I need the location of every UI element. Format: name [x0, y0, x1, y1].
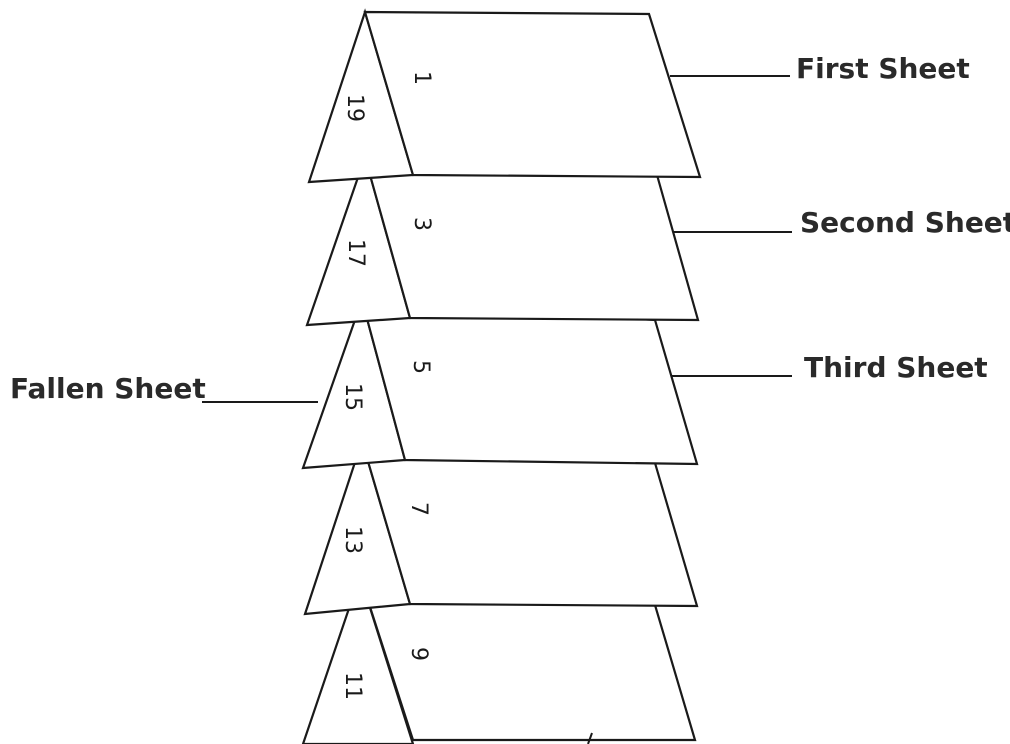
- sheet-4-front-leaf: [360, 439, 699, 608]
- sheet-3-front-leaf: [360, 298, 699, 466]
- sheet-5-front-page-number: 9: [406, 647, 431, 661]
- sheet-2-back-page-number: 17: [343, 239, 368, 267]
- sheet-4: 13 7: [303, 437, 699, 616]
- sheet-5: 11 9: [301, 572, 697, 744]
- second-sheet-label: Second Sheet: [800, 206, 1010, 239]
- sheet-2-front-leaf: [363, 155, 700, 322]
- sheet-4-back-page-number: 13: [340, 526, 365, 554]
- sheet-2: 17 3: [305, 153, 700, 327]
- sheet-1-front-leaf: [363, 10, 702, 179]
- third-sheet-label: Third Sheet: [804, 351, 988, 384]
- sheet-1-front-page-number: 1: [409, 71, 434, 85]
- fallen-sheet-label: Fallen Sheet: [10, 372, 206, 405]
- sheet-3-back-page-number: 15: [340, 383, 365, 411]
- sheet-1: 19 1: [307, 8, 702, 184]
- sheet-2-front-page-number: 3: [409, 217, 434, 231]
- first-sheet-label: First Sheet: [796, 52, 970, 85]
- sheet-5-back-page-number: 11: [340, 672, 365, 700]
- sheet-1-back-page-number: 19: [342, 94, 367, 122]
- sheet-4-front-page-number: 7: [406, 502, 431, 516]
- sheet-3-front-page-number: 5: [408, 360, 433, 374]
- bottom-tick-mark: [587, 732, 593, 744]
- sheet-3: 15 5: [301, 296, 699, 470]
